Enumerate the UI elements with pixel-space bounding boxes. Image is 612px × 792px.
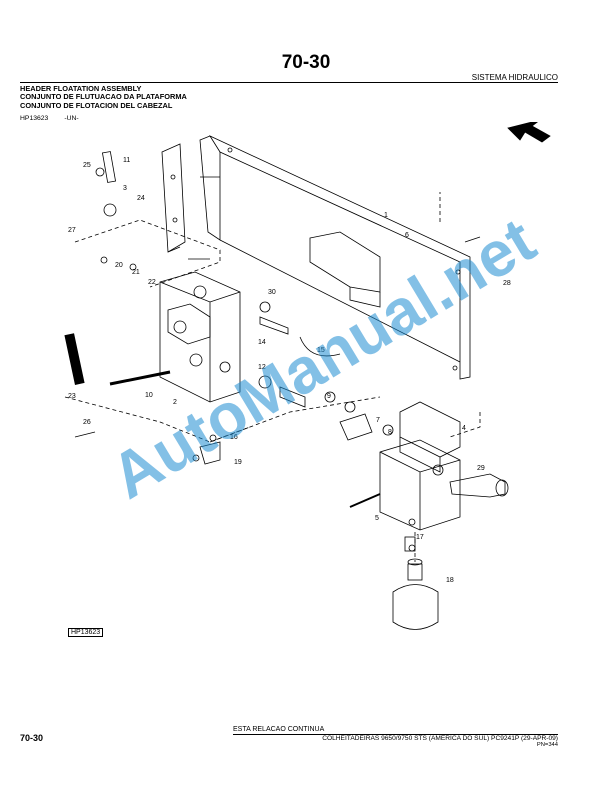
- callout-14: 14: [258, 339, 266, 346]
- callout-12: 12: [258, 364, 266, 371]
- figure-ref-id: HP13623: [20, 115, 49, 122]
- figure-reference: HP13623 -UN-: [20, 115, 79, 122]
- fittings: [64, 151, 509, 552]
- callout-23: 23: [68, 393, 76, 400]
- callout-29: 29: [477, 465, 485, 472]
- callout-16: 16: [230, 434, 238, 441]
- callout-30: 30: [268, 289, 276, 296]
- header-rule: [20, 82, 558, 83]
- footer-publication-info: COLHEITADEIRAS 9650/9750 STS (AMERICA DO…: [322, 735, 558, 742]
- page-number: 70-30: [281, 52, 331, 73]
- callout-22: 22: [148, 279, 156, 286]
- callout-26: 26: [83, 419, 91, 426]
- footer-rule: [233, 734, 558, 735]
- callout-21: 21: [132, 269, 140, 276]
- figure-boxed-ref: HP13623: [68, 628, 104, 637]
- solenoid-block: [379, 401, 461, 531]
- callout-7: 7: [376, 417, 380, 424]
- bracket-plate: [199, 135, 471, 380]
- callout-11: 11: [123, 157, 130, 164]
- section-title: SISTEMA HIDRAULICO: [471, 73, 558, 82]
- footer-page-number: 70-30: [20, 733, 44, 743]
- accumulator: [392, 558, 439, 630]
- figure-ref-code: -UN-: [64, 115, 79, 122]
- callout-24: 24: [137, 195, 145, 202]
- callout-6: 6: [405, 232, 409, 239]
- assembly-guides: [64, 192, 481, 562]
- callout-10: 10: [145, 392, 153, 399]
- valve-block: [159, 271, 241, 403]
- callout-8: 8: [388, 429, 392, 436]
- assembly-titles: HEADER FLOATATION ASSEMBLY CONJUNTO DE F…: [20, 84, 187, 110]
- callout-19: 19: [234, 459, 242, 466]
- exploded-diagram: 1 2 3 4 5 6 7 8 9 10 11 12 14 15 16 17 1…: [64, 122, 551, 630]
- callout-9: 9: [327, 393, 331, 400]
- callout-15: 15: [317, 347, 325, 354]
- callout-18: 18: [446, 577, 454, 584]
- callout-2: 2: [173, 399, 177, 406]
- callout-5: 5: [375, 515, 379, 522]
- callout-3: 3: [123, 185, 127, 192]
- continue-notice: ESTA RELACAO CONTINUA: [233, 726, 325, 733]
- callout-labels: 1 2 3 4 5 6 7 8 9 10 11 12 14 15 16 17 1…: [68, 157, 511, 584]
- title-portuguese: CONJUNTO DE FLUTUACAO DA PLATAFORMA: [20, 92, 187, 102]
- callout-28: 28: [503, 280, 511, 287]
- small-bracket: [161, 143, 186, 253]
- direction-arrow-icon: [507, 122, 551, 143]
- callout-17: 17: [416, 534, 424, 541]
- title-english: HEADER FLOATATION ASSEMBLY: [20, 84, 142, 93]
- callout-1: 1: [384, 212, 388, 219]
- callout-27: 27: [68, 227, 76, 234]
- title-spanish: CONJUNTO DE FLOTACION DEL CABEZAL: [20, 100, 173, 110]
- callout-25: 25: [83, 162, 91, 169]
- footer-pn: PN=344: [536, 742, 558, 748]
- callout-20: 20: [115, 262, 123, 269]
- callout-4: 4: [462, 425, 466, 432]
